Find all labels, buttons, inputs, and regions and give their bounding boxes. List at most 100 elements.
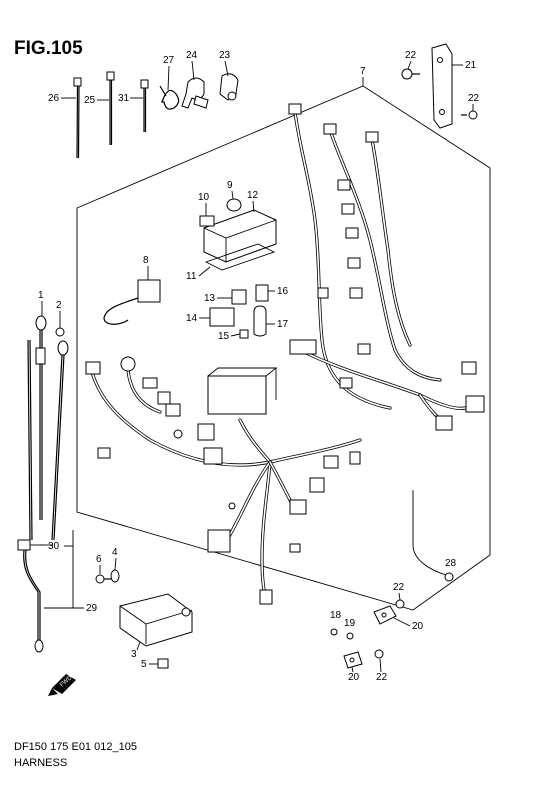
callout-30: 30 bbox=[48, 541, 60, 552]
connector bbox=[345, 227, 359, 239]
clamp-23 bbox=[219, 73, 239, 101]
callout-6: 6 bbox=[96, 554, 102, 565]
washer-4 bbox=[110, 569, 120, 583]
figure-title: FIG.105 bbox=[14, 38, 83, 59]
callout-22-lower-b: 22 bbox=[376, 672, 388, 683]
plate-20-lower bbox=[343, 651, 363, 669]
connector bbox=[349, 451, 361, 465]
callout-31: 31 bbox=[118, 93, 130, 104]
connector bbox=[323, 455, 339, 469]
connector-block bbox=[289, 339, 317, 355]
junction-box bbox=[207, 375, 267, 415]
relay-16 bbox=[255, 284, 269, 302]
callout-22-top: 22 bbox=[405, 50, 417, 61]
battery-cable-1 bbox=[35, 315, 47, 520]
callout-22-right: 22 bbox=[468, 93, 480, 104]
callout-3: 3 bbox=[131, 649, 137, 660]
connector bbox=[465, 395, 485, 413]
caption-code: DF150 175 E01 012_105 bbox=[14, 741, 137, 753]
clip-18 bbox=[330, 628, 338, 636]
connector bbox=[203, 447, 223, 465]
callout-21: 21 bbox=[465, 60, 477, 71]
callout-17: 17 bbox=[277, 319, 289, 330]
terminal bbox=[173, 429, 183, 439]
fwd-arrow-icon: FWD bbox=[48, 674, 76, 696]
callout-25: 25 bbox=[84, 95, 96, 106]
callout-26: 26 bbox=[48, 93, 60, 104]
bolt-28 bbox=[444, 572, 454, 582]
connector bbox=[288, 103, 302, 115]
callout-7: 7 bbox=[360, 66, 366, 77]
callout-5: 5 bbox=[141, 659, 147, 670]
connector bbox=[339, 377, 353, 389]
connector bbox=[357, 343, 371, 355]
cable-tie-31 bbox=[140, 79, 149, 132]
relay-13 bbox=[231, 289, 247, 305]
connector bbox=[142, 377, 158, 389]
cable-29 bbox=[17, 539, 44, 653]
connector bbox=[85, 361, 101, 375]
connector bbox=[341, 203, 355, 215]
grommet-9 bbox=[226, 198, 242, 212]
callout-13: 13 bbox=[204, 293, 216, 304]
cable-tie-25 bbox=[106, 71, 115, 145]
connector bbox=[337, 179, 351, 191]
callout-12: 12 bbox=[247, 190, 259, 201]
callout-10: 10 bbox=[198, 192, 210, 203]
connector bbox=[435, 415, 453, 431]
assembly-outline bbox=[76, 85, 491, 611]
callout-18: 18 bbox=[330, 610, 342, 621]
bolt-22-lower-b bbox=[374, 649, 384, 659]
callout-22-lower-a: 22 bbox=[393, 582, 405, 593]
connector bbox=[323, 123, 337, 135]
callout-1: 1 bbox=[38, 290, 44, 301]
callout-20-upper: 20 bbox=[412, 621, 424, 632]
connector-large bbox=[207, 529, 231, 553]
callout-23: 23 bbox=[219, 50, 231, 61]
connector bbox=[289, 543, 301, 553]
callout-8: 8 bbox=[143, 255, 149, 266]
callout-11: 11 bbox=[186, 271, 197, 282]
bolt-22-lower-a bbox=[395, 599, 405, 609]
plate-20-upper bbox=[373, 605, 397, 625]
callout-29: 29 bbox=[86, 603, 98, 614]
connector bbox=[349, 287, 363, 299]
connector bbox=[347, 257, 361, 269]
callout-4: 4 bbox=[112, 547, 118, 558]
battery-cable-2 bbox=[51, 327, 69, 541]
callout-24: 24 bbox=[186, 50, 198, 61]
callout-27: 27 bbox=[163, 55, 175, 66]
main-harness-7 bbox=[288, 103, 485, 431]
connector bbox=[120, 356, 136, 372]
connector bbox=[461, 361, 477, 375]
relay-8 bbox=[103, 279, 161, 325]
clip-15 bbox=[239, 329, 249, 339]
clamp-27 bbox=[159, 85, 180, 110]
fuse-10 bbox=[199, 215, 215, 227]
bolt-22-right bbox=[461, 110, 478, 120]
callout-28: 28 bbox=[445, 558, 457, 569]
callout-19: 19 bbox=[344, 618, 356, 629]
caption-title: HARNESS bbox=[14, 757, 68, 769]
callout-15: 15 bbox=[218, 331, 230, 342]
bracket-21 bbox=[431, 43, 453, 129]
bracket-3 bbox=[119, 593, 193, 647]
connector bbox=[365, 131, 379, 143]
relay-14 bbox=[209, 307, 235, 327]
connector bbox=[309, 477, 325, 493]
connector bbox=[165, 403, 181, 417]
connector bbox=[259, 589, 273, 605]
terminal bbox=[228, 502, 236, 510]
bolt-6 bbox=[95, 574, 112, 584]
cover-11 bbox=[204, 243, 276, 271]
lower-harness bbox=[85, 356, 362, 605]
callout-2: 2 bbox=[56, 300, 62, 311]
connector bbox=[289, 499, 307, 515]
callout-9: 9 bbox=[227, 180, 233, 191]
cable-30 bbox=[27, 339, 33, 541]
nut-5 bbox=[157, 658, 169, 669]
cap-17 bbox=[253, 305, 267, 337]
connector bbox=[317, 287, 329, 299]
clip-19 bbox=[346, 632, 354, 640]
